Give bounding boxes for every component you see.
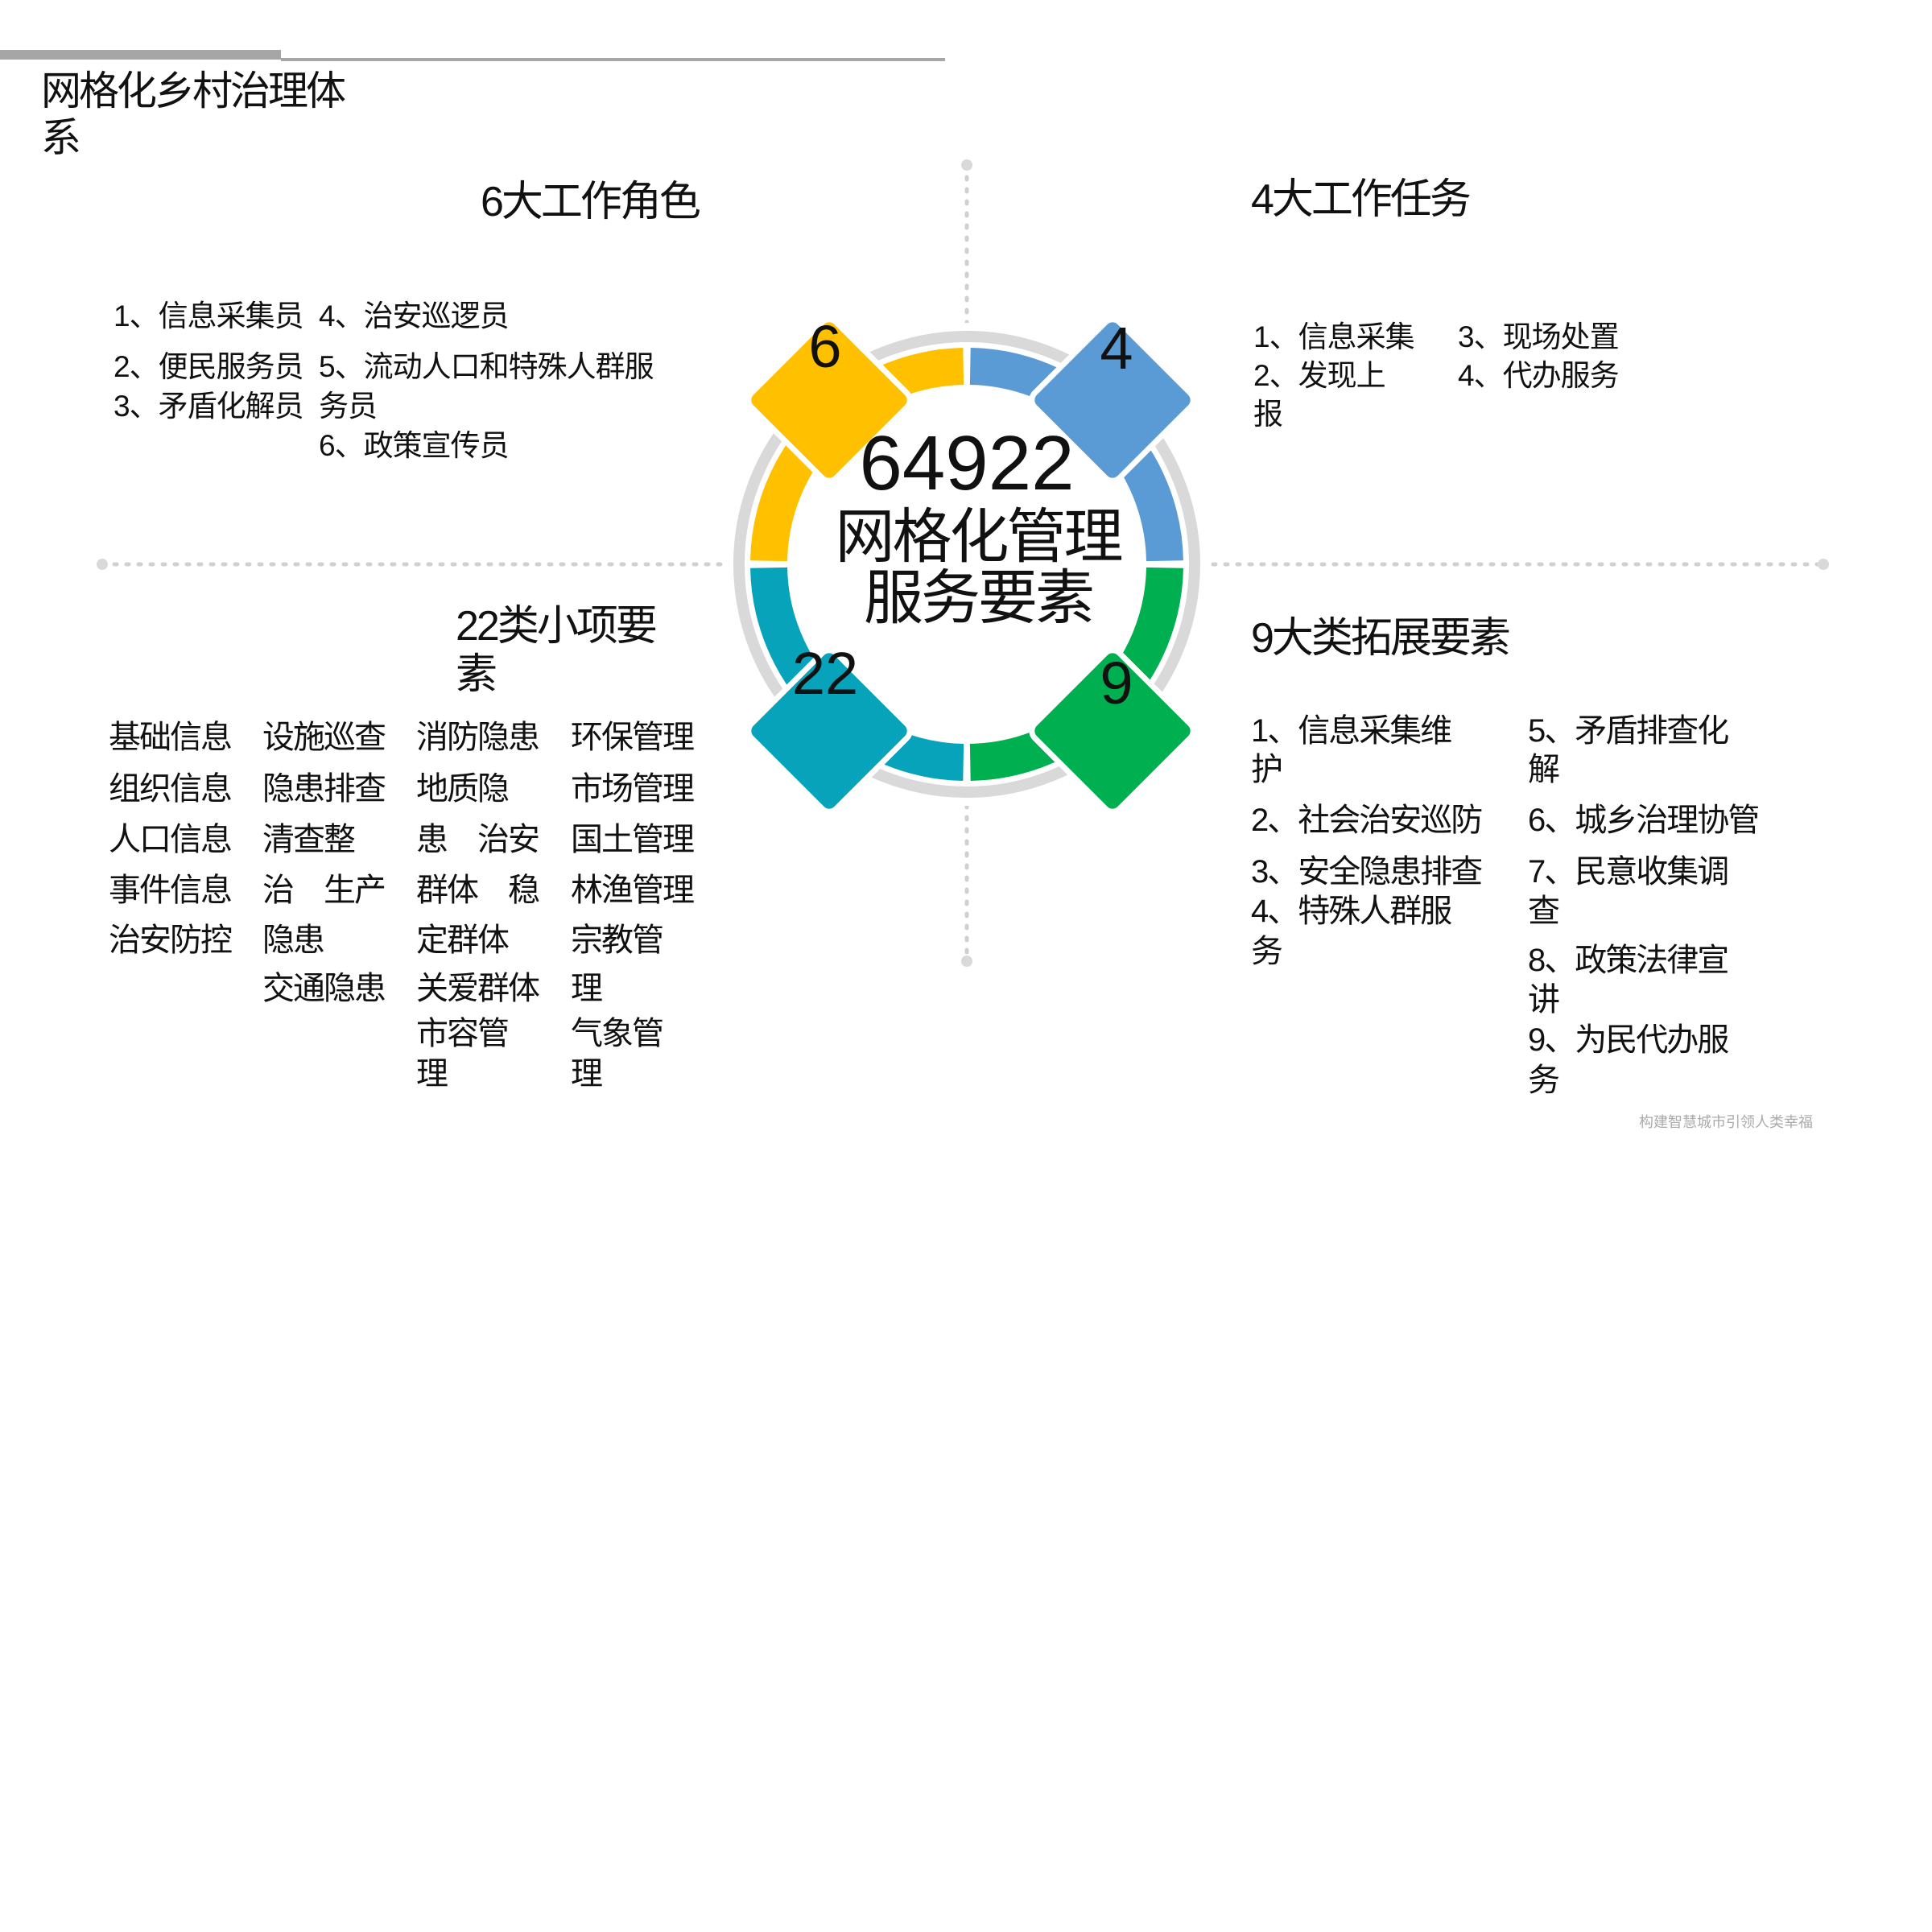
guide-dot bbox=[1818, 559, 1829, 570]
item-entry: 隐患 bbox=[262, 923, 325, 958]
item-entry: 消防隐患 bbox=[416, 720, 540, 755]
item-entry: 设施巡查 bbox=[262, 720, 386, 755]
extended-heading: 9大类拓展要素 bbox=[1251, 615, 1511, 662]
item-entry: 基础信息 bbox=[109, 720, 233, 755]
item-entry: 市场管理 bbox=[571, 771, 695, 807]
extended-entry: 务 bbox=[1528, 1063, 1560, 1098]
item-entry: 关爱群体 bbox=[416, 971, 540, 1006]
count-items: 22 bbox=[791, 640, 859, 707]
item-entry: 国土管理 bbox=[571, 822, 695, 857]
extended-entry: 7、民意收集调 bbox=[1528, 854, 1729, 890]
tasks-heading: 4大工作任务 bbox=[1251, 176, 1472, 223]
extended-entry: 护 bbox=[1251, 752, 1283, 787]
item-entry: 气象管 bbox=[571, 1016, 664, 1051]
center-label-line1: 网格化管理 bbox=[835, 503, 1124, 570]
extended-entry: 4、特殊人群服 bbox=[1251, 894, 1452, 929]
role-item: 5、流动人口和特殊人群服 bbox=[319, 350, 654, 383]
item-entry: 清查整 bbox=[262, 822, 356, 857]
role-item: 务员 bbox=[319, 390, 378, 423]
count-extended: 9 bbox=[1100, 650, 1133, 716]
task-item: 1、信息采集 bbox=[1253, 320, 1415, 353]
item-entry: 隐患排查 bbox=[262, 771, 386, 807]
page-title: 网格化乡村治理体系 bbox=[41, 68, 346, 160]
guide-dot bbox=[961, 159, 972, 171]
guide-dot bbox=[97, 559, 108, 570]
item-entry: 林渔管理 bbox=[571, 873, 695, 908]
extended-entry: 查 bbox=[1528, 894, 1560, 929]
item-entry: 定群体 bbox=[416, 923, 510, 958]
items-heading: 22类小项要素 bbox=[456, 603, 658, 698]
item-entry: 组织信息 bbox=[109, 771, 233, 807]
item-entry: 地质隐 bbox=[416, 771, 510, 807]
count-roles: 6 bbox=[808, 313, 842, 380]
item-entry: 宗教管 bbox=[571, 923, 664, 958]
item-entry: 交通隐患 bbox=[262, 971, 386, 1006]
item-entry: 治 生产 bbox=[262, 873, 386, 908]
outer-gray-ring bbox=[733, 331, 1200, 798]
count-tasks: 4 bbox=[1100, 315, 1133, 382]
guide-dot bbox=[961, 956, 972, 967]
role-item: 1、信息采集员 bbox=[114, 299, 304, 332]
item-entry: 市容管 bbox=[416, 1016, 510, 1051]
item-entry: 环保管理 bbox=[571, 720, 695, 755]
item-entry: 理 bbox=[571, 1056, 603, 1092]
extended-entry: 6、城乡治理协管 bbox=[1528, 803, 1760, 838]
footer-slogan: 构建智慧城市引领人类幸福 bbox=[1639, 1114, 1813, 1131]
task-item: 报 bbox=[1253, 398, 1283, 431]
total-count: 64922 bbox=[859, 420, 1075, 506]
extended-entry: 讲 bbox=[1528, 982, 1560, 1018]
item-entry: 事件信息 bbox=[109, 873, 233, 908]
extended-entry: 解 bbox=[1528, 752, 1560, 787]
extended-entry: 2、社会治安巡防 bbox=[1251, 803, 1483, 838]
role-item: 6、政策宣传员 bbox=[319, 429, 510, 462]
item-entry: 治安防控 bbox=[109, 923, 233, 958]
extended-entry: 务 bbox=[1251, 934, 1283, 969]
task-item: 4、代办服务 bbox=[1458, 359, 1620, 392]
task-item: 3、现场处置 bbox=[1458, 320, 1620, 353]
item-entry: 理 bbox=[416, 1056, 448, 1092]
extended-entry: 8、政策法律宣 bbox=[1528, 943, 1729, 978]
role-item: 4、治安巡逻员 bbox=[319, 299, 510, 332]
role-item: 2、便民服务员 bbox=[114, 350, 304, 383]
extended-entry: 1、信息采集维 bbox=[1251, 713, 1452, 749]
extended-entry: 9、为民代办服 bbox=[1528, 1022, 1729, 1058]
extended-entry: 5、矛盾排查化 bbox=[1528, 713, 1729, 749]
title-bar-line bbox=[281, 58, 945, 61]
center-label-line2: 服务要素 bbox=[864, 564, 1095, 631]
roles-heading: 6大工作角色 bbox=[481, 179, 701, 225]
role-item: 3、矛盾化解员 bbox=[114, 390, 304, 423]
item-entry: 群体 稳 bbox=[416, 873, 540, 908]
task-item: 2、发现上 bbox=[1253, 359, 1386, 392]
item-entry: 人口信息 bbox=[109, 822, 233, 857]
title-bar-accent bbox=[0, 50, 281, 60]
extended-entry: 3、安全隐患排查 bbox=[1251, 854, 1483, 890]
item-entry: 理 bbox=[571, 971, 603, 1006]
item-entry: 患 治安 bbox=[416, 822, 540, 857]
